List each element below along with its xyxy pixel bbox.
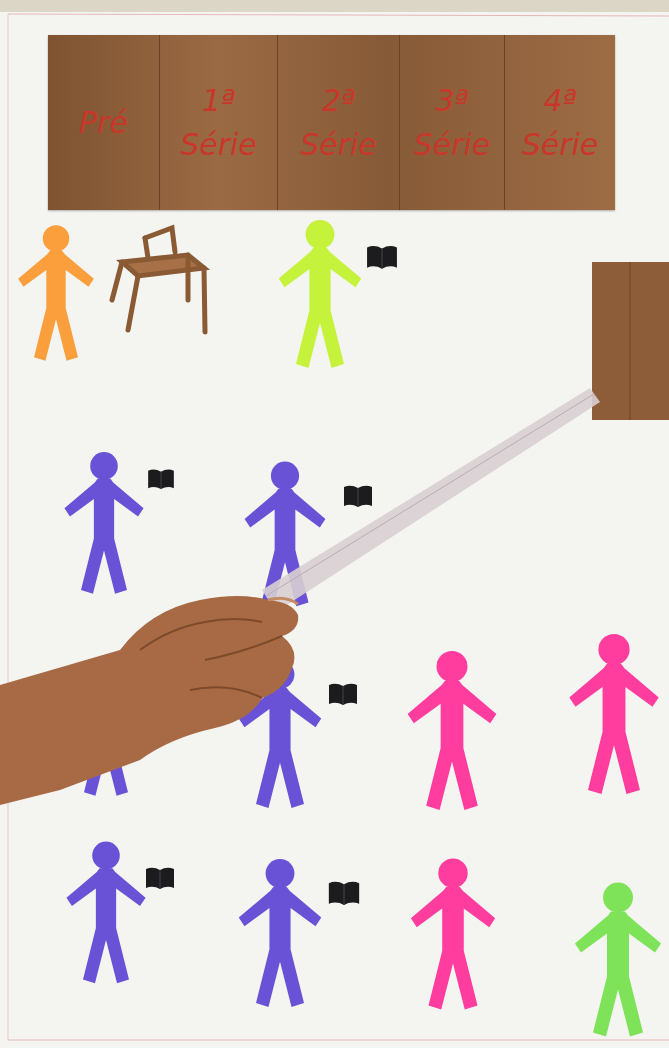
grade-cell: 3ª Série [400, 35, 505, 210]
grade-cell: Pré [48, 35, 160, 210]
grade-label: 1ª Série [180, 79, 257, 166]
grade-label: 3ª Série [414, 79, 491, 166]
grade-label: 2ª Série [300, 79, 377, 166]
grade-cell: 1ª Série [160, 35, 278, 210]
grade-header-band: Pré 1ª Série 2ª Série 3ª Série 4ª Série [48, 35, 615, 210]
grade-label: Pré [79, 101, 128, 145]
desk [112, 228, 205, 332]
grade-label: 4ª Série [522, 79, 599, 166]
grade-cell: 2ª Série [278, 35, 400, 210]
grade-cell: 4ª Série [505, 35, 615, 210]
